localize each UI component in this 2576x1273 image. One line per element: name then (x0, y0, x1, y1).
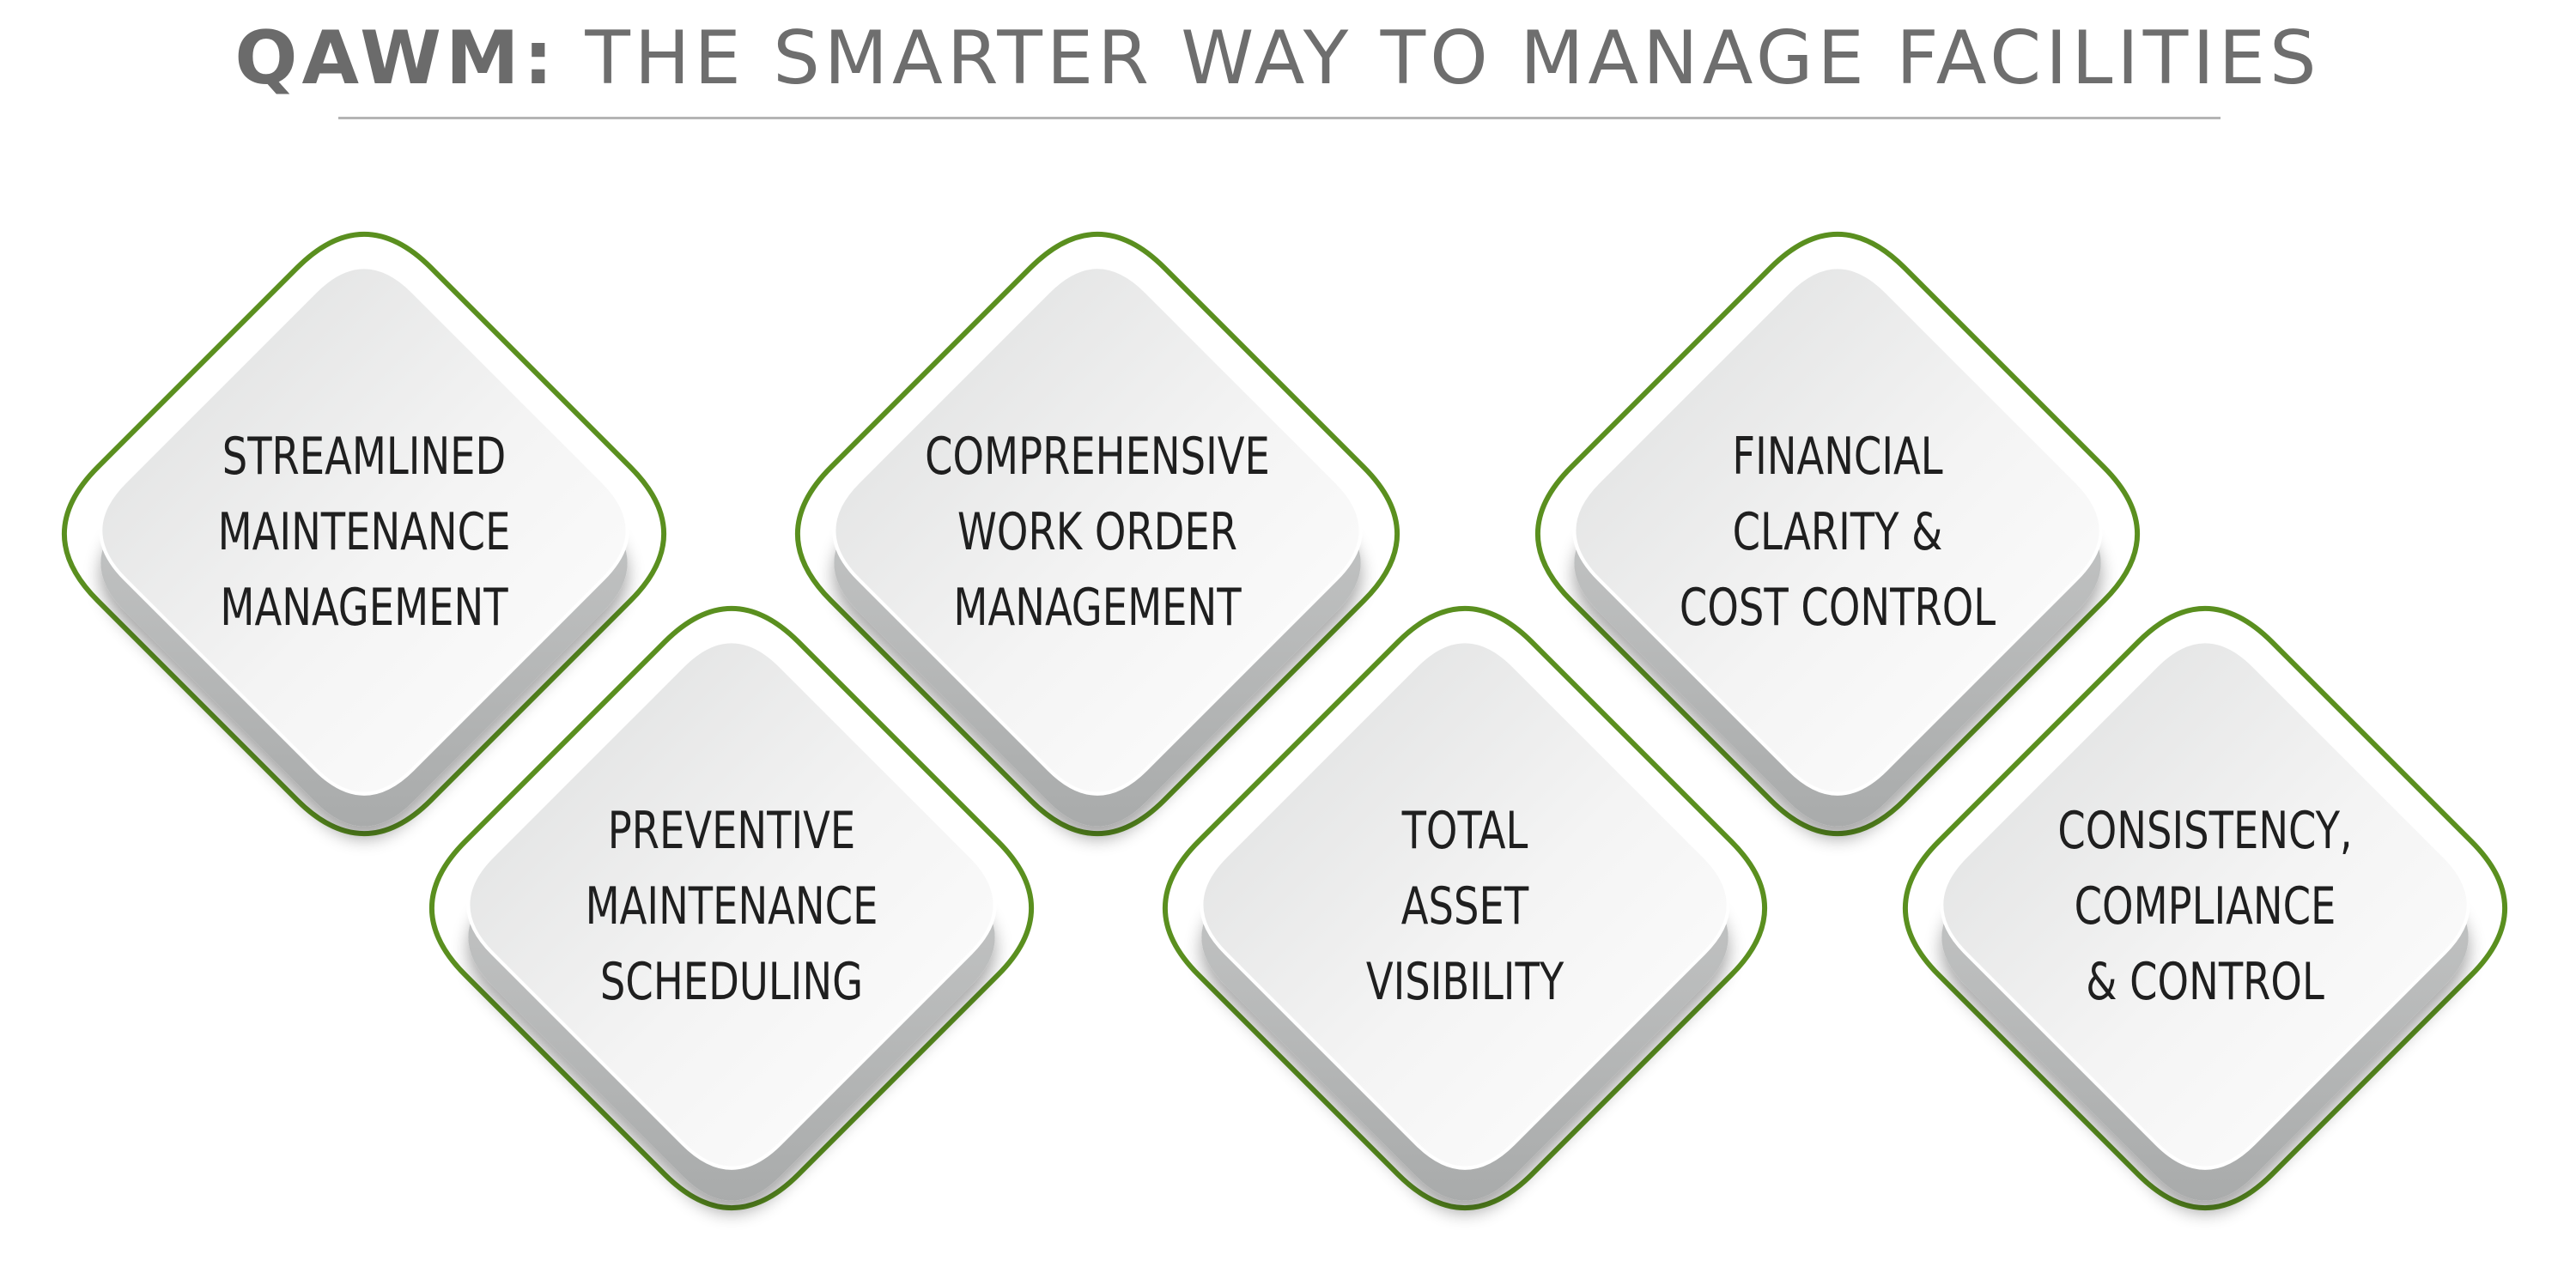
feature-label-line: TOTAL (1401, 801, 1528, 861)
title-divider (338, 117, 2221, 119)
feature-label: STREAMLINED MAINTENANCE MANAGEMENT (172, 419, 556, 646)
feature-tile (429, 606, 1034, 1210)
feature-label-line: PREVENTIVE (607, 801, 856, 861)
feature-tile (1163, 606, 1767, 1210)
feature-label-line: COST CONTROL (1679, 578, 1996, 638)
feature-label-line: MAINTENANCE (217, 502, 511, 562)
tile-face (1940, 640, 2470, 1170)
tile-face (1200, 640, 1730, 1170)
feature-label-line: CLARITY & (1732, 502, 1943, 562)
feature-label-line: FINANCIAL (1732, 427, 1943, 487)
tile-face (1572, 265, 2103, 796)
feature-label-line: COMPREHENSIVE (925, 427, 1270, 487)
feature-label-line: ASSET (1400, 876, 1529, 937)
tile-face (466, 640, 997, 1170)
feature-label-line: STREAMLINED (222, 427, 507, 487)
feature-label: COMPREHENSIVE WORK ORDER MANAGEMENT (905, 419, 1289, 646)
tile-face (99, 265, 629, 796)
feature-label: CONSISTENCY, COMPLIANCE & CONTROL (2013, 793, 2397, 1020)
feature-label: TOTAL ASSET VISIBILITY (1273, 793, 1656, 1020)
tile-face (832, 265, 1363, 796)
feature-label-line: CONSISTENCY, (2057, 801, 2353, 861)
page-title: QAWM: THE SMARTER WAY TO MANAGE FACILITI… (0, 15, 2555, 101)
feature-tile (1903, 606, 2507, 1210)
feature-label-line: MANAGEMENT (220, 578, 508, 638)
feature-label: PREVENTIVE MAINTENANCE SCHEDULING (539, 793, 923, 1020)
feature-tile (1535, 232, 2140, 836)
feature-label: FINANCIAL CLARITY & COST CONTROL (1645, 419, 2029, 646)
feature-label-line: & CONTROL (2086, 952, 2324, 1012)
feature-label-line: COMPLIANCE (2074, 876, 2336, 937)
feature-label-line: VISIBILITY (1365, 952, 1564, 1012)
feature-label-line: MANAGEMENT (953, 578, 1242, 638)
feature-tile (795, 232, 1400, 836)
feature-label-line: SCHEDULING (599, 952, 864, 1012)
brand-name: QAWM: (234, 15, 557, 101)
feature-label-line: WORK ORDER (957, 502, 1237, 562)
feature-tile (62, 232, 666, 836)
title-text: THE SMARTER WAY TO MANAGE FACILITIES (585, 15, 2321, 101)
feature-label-line: MAINTENANCE (585, 876, 878, 937)
